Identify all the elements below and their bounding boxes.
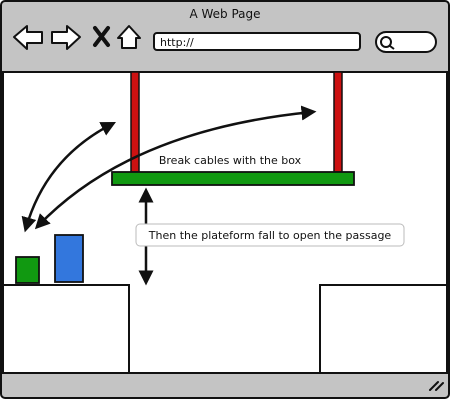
search-box[interactable] — [375, 31, 437, 53]
home-button-icon[interactable] — [117, 25, 141, 49]
cables-hint-label: Break cables with the box — [159, 154, 302, 167]
platform-hint-callout: Then the plateform fall to open the pass… — [135, 223, 405, 247]
forward-button-icon[interactable] — [51, 25, 81, 50]
right-ledge — [319, 284, 448, 374]
platform-hint-label: Then the plateform fall to open the pass… — [148, 229, 392, 242]
platform — [111, 171, 355, 186]
small-box — [15, 256, 40, 284]
arrow-to-right-cable — [34, 105, 317, 230]
tall-box — [54, 234, 84, 283]
left-ledge — [2, 284, 130, 374]
window-title: A Web Page — [189, 7, 260, 21]
right-cable — [333, 71, 343, 173]
stop-button-icon[interactable] — [93, 26, 110, 47]
address-bar-value: http:// — [160, 36, 194, 49]
search-icon — [380, 36, 395, 50]
back-button-icon[interactable] — [13, 25, 43, 50]
resize-grip-icon[interactable] — [429, 381, 444, 391]
address-bar[interactable]: http:// — [153, 32, 361, 51]
